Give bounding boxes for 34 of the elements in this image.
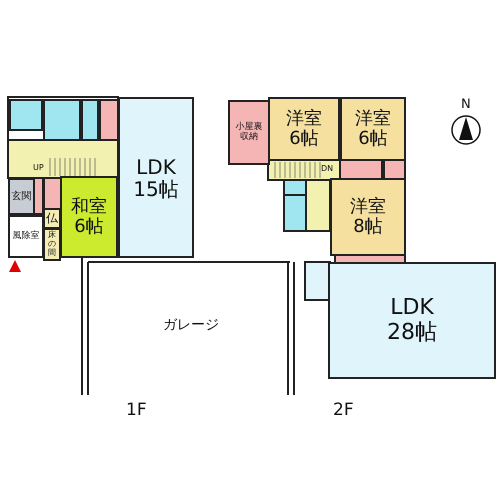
room-label: 洋室 <box>286 109 322 129</box>
room <box>118 97 194 258</box>
room-label: 床の間 <box>48 231 56 258</box>
room <box>43 228 61 261</box>
room <box>340 97 406 161</box>
room-label: LDK <box>136 156 176 178</box>
room-label: 6帖 <box>358 129 388 149</box>
room-label: 仏 <box>46 212 58 226</box>
room <box>8 215 44 258</box>
room <box>330 178 406 256</box>
room-label: 6帖 <box>289 129 319 149</box>
room-label: 8帖 <box>353 217 383 237</box>
floor-label: 1F <box>126 402 147 419</box>
room <box>328 262 496 379</box>
room-label: 洋室 <box>355 109 391 129</box>
room <box>8 178 35 215</box>
room <box>228 100 270 165</box>
room-label: LDK <box>390 296 434 320</box>
room-label: 15帖 <box>133 178 179 200</box>
room-label: 風除室 <box>12 232 40 242</box>
stair-label: DN <box>321 165 334 173</box>
room-label: 6帖 <box>74 217 104 237</box>
room-label: 小屋裏収納 <box>236 122 262 142</box>
floor-label: 2F <box>333 402 354 419</box>
room-label: 和室 <box>71 197 107 217</box>
room <box>268 97 340 161</box>
room-label: 28帖 <box>387 320 437 345</box>
room-label: ガレージ <box>163 318 219 334</box>
stair-label: UP <box>33 164 44 172</box>
compass-north-label: N <box>461 98 471 111</box>
room <box>43 208 61 229</box>
room <box>60 176 118 258</box>
room-label: 洋室 <box>350 197 386 217</box>
room-label: 玄関 <box>12 191 32 202</box>
